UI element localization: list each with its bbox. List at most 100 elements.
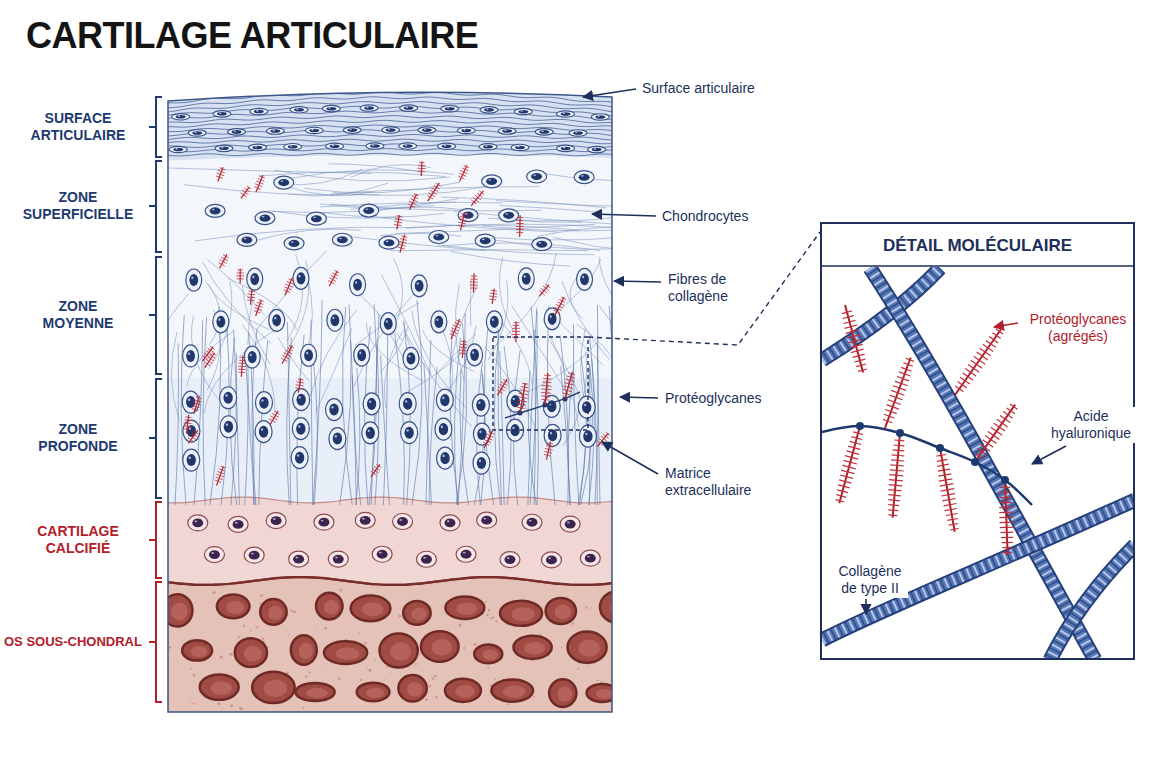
chondrocyte (438, 143, 456, 149)
link-protein (856, 422, 864, 430)
proteoglycan (371, 464, 382, 477)
proteoglycan (975, 404, 1017, 462)
chondrocyte (215, 145, 233, 151)
chondrocyte (293, 267, 309, 289)
bone-texture (435, 696, 438, 699)
collagen-fibers (599, 306, 665, 383)
chondrocyte (357, 349, 366, 361)
marrow-space (336, 647, 360, 659)
chondrocyte (360, 105, 378, 111)
chondrocyte (169, 146, 187, 152)
callout-label: Chondrocytes (662, 208, 748, 225)
collagen-fibers (285, 170, 454, 180)
chondrocyte (502, 129, 512, 133)
chondrocyte (244, 346, 260, 368)
chondrocyte (579, 174, 590, 181)
bone-texture (238, 636, 240, 638)
zone-bracket (149, 379, 162, 498)
chondrocyte (220, 387, 237, 409)
marrow-space (456, 603, 477, 615)
marrow-space (431, 639, 452, 656)
bone-texture (322, 668, 323, 669)
collagen-fibers (150, 92, 716, 505)
chondrocyte (437, 447, 454, 469)
marrow-space (491, 680, 533, 702)
proteoglycan (295, 379, 303, 393)
proteoglycan (489, 288, 497, 303)
chondrocyte (290, 107, 308, 113)
bone-texture (195, 602, 197, 604)
chondrocyte (532, 238, 552, 251)
chondrocyte (399, 143, 417, 149)
chondrocyte (249, 551, 260, 560)
chondrocyte (560, 516, 580, 532)
chondrocyte (219, 112, 222, 114)
chondrocyte (281, 180, 284, 182)
chondrocyte (272, 314, 281, 326)
chondrocyte (548, 557, 551, 559)
collagen-fibers (246, 364, 255, 505)
marrow-space (546, 598, 576, 624)
marrow-space (235, 638, 267, 667)
chondrocyte (266, 128, 284, 134)
collagen-fibers (351, 164, 431, 177)
proteoglycan (836, 426, 863, 503)
marrow-space (351, 596, 391, 622)
chondrocyte (226, 423, 228, 426)
proteoglycan (461, 212, 465, 230)
chondrocyte (256, 110, 259, 112)
chondrocyte (318, 518, 329, 527)
zone-fill (160, 80, 620, 720)
collagen-fibers (209, 284, 270, 330)
marrow-space (299, 643, 313, 659)
chondrocyte (254, 110, 264, 114)
chondrocyte (366, 143, 384, 149)
chondrocyte (577, 268, 593, 290)
chondrocyte (301, 344, 317, 366)
marrow-space (445, 596, 484, 619)
chondrocyte (189, 457, 191, 460)
chondrocyte (431, 311, 447, 333)
zoom-frame (493, 337, 588, 430)
molecule-label: Protéoglycanes (agrégés) (1024, 310, 1132, 346)
chondrocyte (255, 421, 272, 443)
chondrocyte (578, 396, 595, 418)
bone-texture (367, 667, 368, 668)
chondrocyte (484, 108, 494, 112)
chondrocyte (380, 313, 396, 335)
collagen-fibers (269, 210, 404, 218)
chondrocyte (488, 179, 491, 181)
chondrocyte (186, 269, 202, 291)
chondrocyte (362, 422, 379, 444)
chondrocyte (522, 514, 542, 530)
leader-line (583, 89, 636, 97)
bone-texture (485, 601, 487, 603)
chondrocyte (359, 204, 379, 217)
proteoglycan (836, 432, 863, 502)
chondrocyte (305, 127, 323, 133)
chondrocyte (244, 547, 264, 563)
collagen-fibers (366, 323, 423, 381)
collagen-fibers (207, 259, 265, 315)
chondrocyte (424, 129, 427, 131)
chondrocyte (220, 416, 237, 438)
proteoglycan (328, 270, 339, 284)
proteoglycan (975, 405, 1015, 462)
chondrocyte (274, 176, 294, 189)
marrow-space (578, 640, 599, 657)
chondrocyte (335, 435, 337, 438)
chondrocyte (580, 273, 589, 285)
proteoglycan (458, 165, 469, 179)
proteoglycan (284, 278, 295, 296)
chondrocyte (577, 268, 593, 290)
proteoglycan (842, 305, 867, 373)
chondrocyte (284, 144, 302, 150)
diagram-title: CARTILAGE ARTICULAIRE (26, 14, 478, 57)
proteoglycan (188, 430, 199, 443)
chondrocyte (435, 418, 452, 440)
proteoglycan (219, 255, 229, 266)
proteoglycans (184, 161, 610, 485)
collagen-fibers (412, 225, 579, 230)
proteoglycan (845, 305, 863, 373)
chondrocyte (588, 146, 606, 152)
